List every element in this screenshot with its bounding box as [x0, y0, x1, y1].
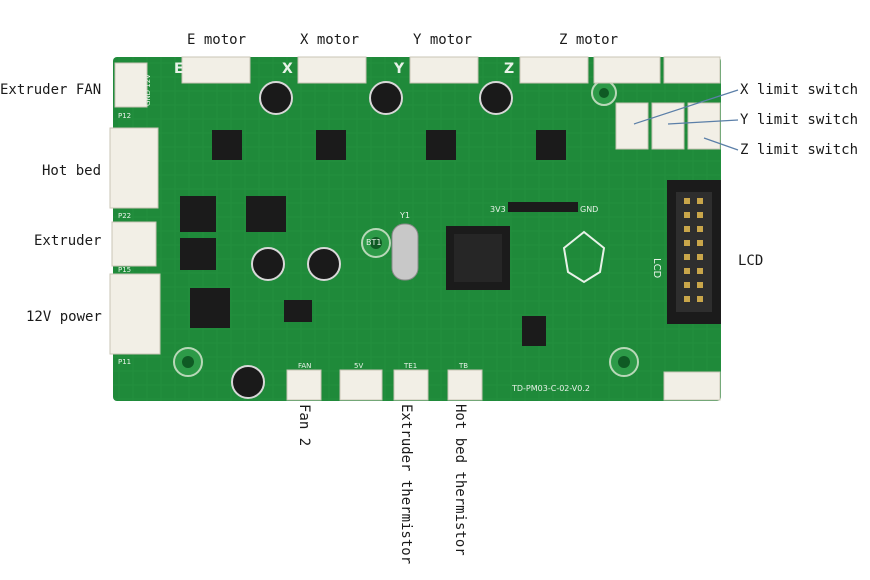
limit-switch-leaders: [633, 89, 739, 151]
label-extruder-fan: Extruder FAN: [0, 82, 102, 98]
label-x-motor: X motor: [300, 32, 360, 48]
limit-switch-connectors: [615, 102, 721, 150]
mounting-holes: [173, 80, 639, 377]
label-lcd: LCD: [738, 253, 764, 269]
silk-p22: P22: [118, 212, 131, 220]
label-12v-power: 12V power: [26, 309, 102, 325]
silk-axis-y: Y: [393, 61, 405, 77]
mcu: [446, 226, 510, 290]
silk-axis-x: X: [282, 61, 293, 77]
lcd-header: [667, 180, 721, 324]
label-z-motor: Z motor: [559, 32, 619, 48]
label-hot-bed-thermistor: Hot bed thermistor: [452, 404, 468, 556]
silk-y1: Y1: [399, 211, 410, 220]
label-y-motor: Y motor: [413, 32, 473, 48]
motor-connectors: [181, 56, 721, 84]
crystal: [391, 223, 419, 281]
silk-axis-z: Z: [504, 61, 514, 77]
silk-p15: P15: [118, 266, 131, 274]
silk-lcd: LCD: [651, 258, 662, 279]
silk-axis-e: E: [174, 61, 184, 77]
bottom-connectors: [286, 369, 721, 401]
silk-gnd: GND: [580, 205, 598, 214]
capacitors: [231, 81, 513, 399]
label-hot-bed: Hot bed: [42, 163, 102, 179]
pin-header: [508, 202, 578, 212]
logo-emblem: [562, 230, 606, 284]
label-z-limit-switch: Z limit switch: [740, 142, 859, 158]
label-fan-2: Fan 2: [296, 404, 312, 447]
silk-tb: TB: [458, 362, 468, 370]
label-extruder: Extruder: [34, 233, 102, 249]
label-extruder-thermistor: Extruder thermistor: [398, 404, 414, 565]
label-e-motor: E motor: [187, 32, 247, 48]
driver-chips: [212, 130, 566, 160]
silk-p11: P11: [118, 358, 131, 366]
silk-5v: 5V: [354, 362, 363, 370]
silk-bt1: BT1: [366, 238, 381, 247]
silk-p12: P12: [118, 112, 131, 120]
power-components: [180, 196, 546, 346]
silk-gnd-12v: GND 12V: [144, 74, 152, 106]
silk-board-id: TD-PM03-C-02-V0.2: [511, 384, 590, 393]
label-y-limit-switch: Y limit switch: [740, 112, 859, 128]
silk-te1: TE1: [403, 362, 417, 370]
label-x-limit-switch: X limit switch: [740, 82, 859, 98]
silk-fan: FAN: [298, 362, 311, 370]
left-connectors: [109, 62, 161, 355]
silk-3v3: 3V3: [490, 205, 506, 214]
